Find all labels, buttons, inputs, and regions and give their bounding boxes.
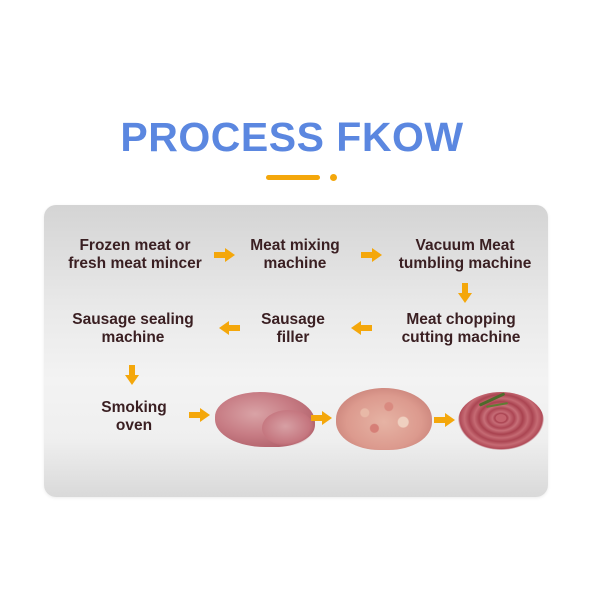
raw-meat-piece-image	[262, 410, 314, 446]
process-flow-panel	[44, 205, 548, 497]
step-vacuum-tumbling-machine: Vacuum Meat tumbling machine	[398, 237, 532, 272]
step-meat-mixing-machine: Meat mixing machine	[250, 237, 340, 272]
arrow-right-icon	[434, 413, 456, 427]
arrow-right-icon	[361, 248, 383, 262]
arrow-down-icon	[125, 365, 139, 385]
minced-meat-image	[336, 388, 432, 450]
arrow-down-icon	[458, 283, 472, 303]
step-meat-chopping-cutting-machine: Meat chopping cutting machine	[401, 311, 521, 346]
step-smoking-oven: Smoking oven	[101, 399, 167, 434]
arrow-right-icon	[311, 411, 333, 425]
arrow-left-icon	[218, 321, 240, 335]
sausage-coil-image	[458, 392, 544, 450]
arrow-right-icon	[214, 248, 236, 262]
step-sausage-sealing-machine: Sausage sealing machine	[72, 311, 194, 346]
step-sausage-filler: Sausage filler	[261, 311, 325, 346]
arrow-right-icon	[189, 408, 211, 422]
arrow-left-icon	[350, 321, 372, 335]
step-frozen-meat-mincer: Frozen meat or fresh meat mincer	[68, 237, 202, 272]
title-underline-decoration	[266, 175, 320, 180]
page-title: PROCESS FKOW	[120, 114, 464, 160]
title-dot-decoration	[330, 174, 337, 181]
